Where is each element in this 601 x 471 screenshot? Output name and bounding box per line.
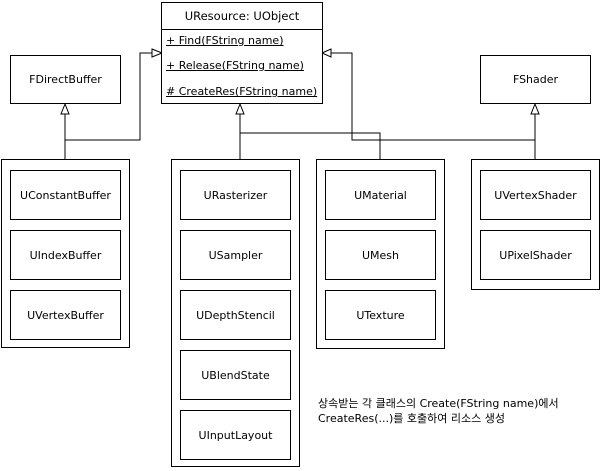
uvertexshader-class: UVertexShader bbox=[480, 170, 591, 220]
uresource-class-methods: + Find(FString name) + Release(FString n… bbox=[161, 29, 323, 104]
inheritance-arrowhead bbox=[235, 102, 245, 115]
connector-buffers-to-uresource bbox=[65, 52, 152, 141]
note-line-1: 상속받는 각 클래스의 Create(FString name)에서 bbox=[318, 397, 559, 410]
inheritance-arrowhead bbox=[60, 102, 70, 115]
method-createres: # CreateRes(FString name) bbox=[166, 85, 318, 98]
method-find: + Find(FString name) bbox=[166, 34, 284, 47]
upixelshader-class: UPixelShader bbox=[480, 230, 591, 280]
uindexbuffer-class: UIndexBuffer bbox=[10, 230, 121, 280]
uconstantbuffer-class: UConstantBuffer bbox=[10, 170, 121, 220]
fshader-class: FShader bbox=[480, 55, 591, 104]
inheritance-arrowhead bbox=[320, 48, 332, 58]
uinputlayout-class: UInputLayout bbox=[180, 410, 291, 460]
diagram-note: 상속받는 각 클래스의 Create(FString name)에서 Creat… bbox=[318, 396, 559, 426]
fdirectbuffer-class: FDirectBuffer bbox=[10, 55, 121, 104]
utexture-class: UTexture bbox=[325, 290, 436, 340]
uvertexbuffer-class: UVertexBuffer bbox=[10, 290, 121, 340]
inheritance-arrowhead bbox=[530, 102, 540, 115]
inheritance-arrowhead bbox=[151, 48, 164, 58]
udepthstencil-class: UDepthStencil bbox=[180, 290, 291, 340]
umaterial-class: UMaterial bbox=[325, 170, 436, 220]
urasterizer-class: URasterizer bbox=[180, 170, 291, 220]
ublendstate-class: UBlendState bbox=[180, 350, 291, 400]
umesh-class: UMesh bbox=[325, 230, 436, 280]
method-release: + Release(FString name) bbox=[166, 59, 304, 72]
connector-assets-to-uresource bbox=[240, 132, 381, 159]
note-line-2: CreateRes(...)를 호출하여 리소스 생성 bbox=[318, 412, 505, 425]
uresource-class-title: UResource: UObject bbox=[161, 2, 323, 30]
connector-shaders-to-uresource bbox=[331, 52, 535, 141]
usampler-class: USampler bbox=[180, 230, 291, 280]
